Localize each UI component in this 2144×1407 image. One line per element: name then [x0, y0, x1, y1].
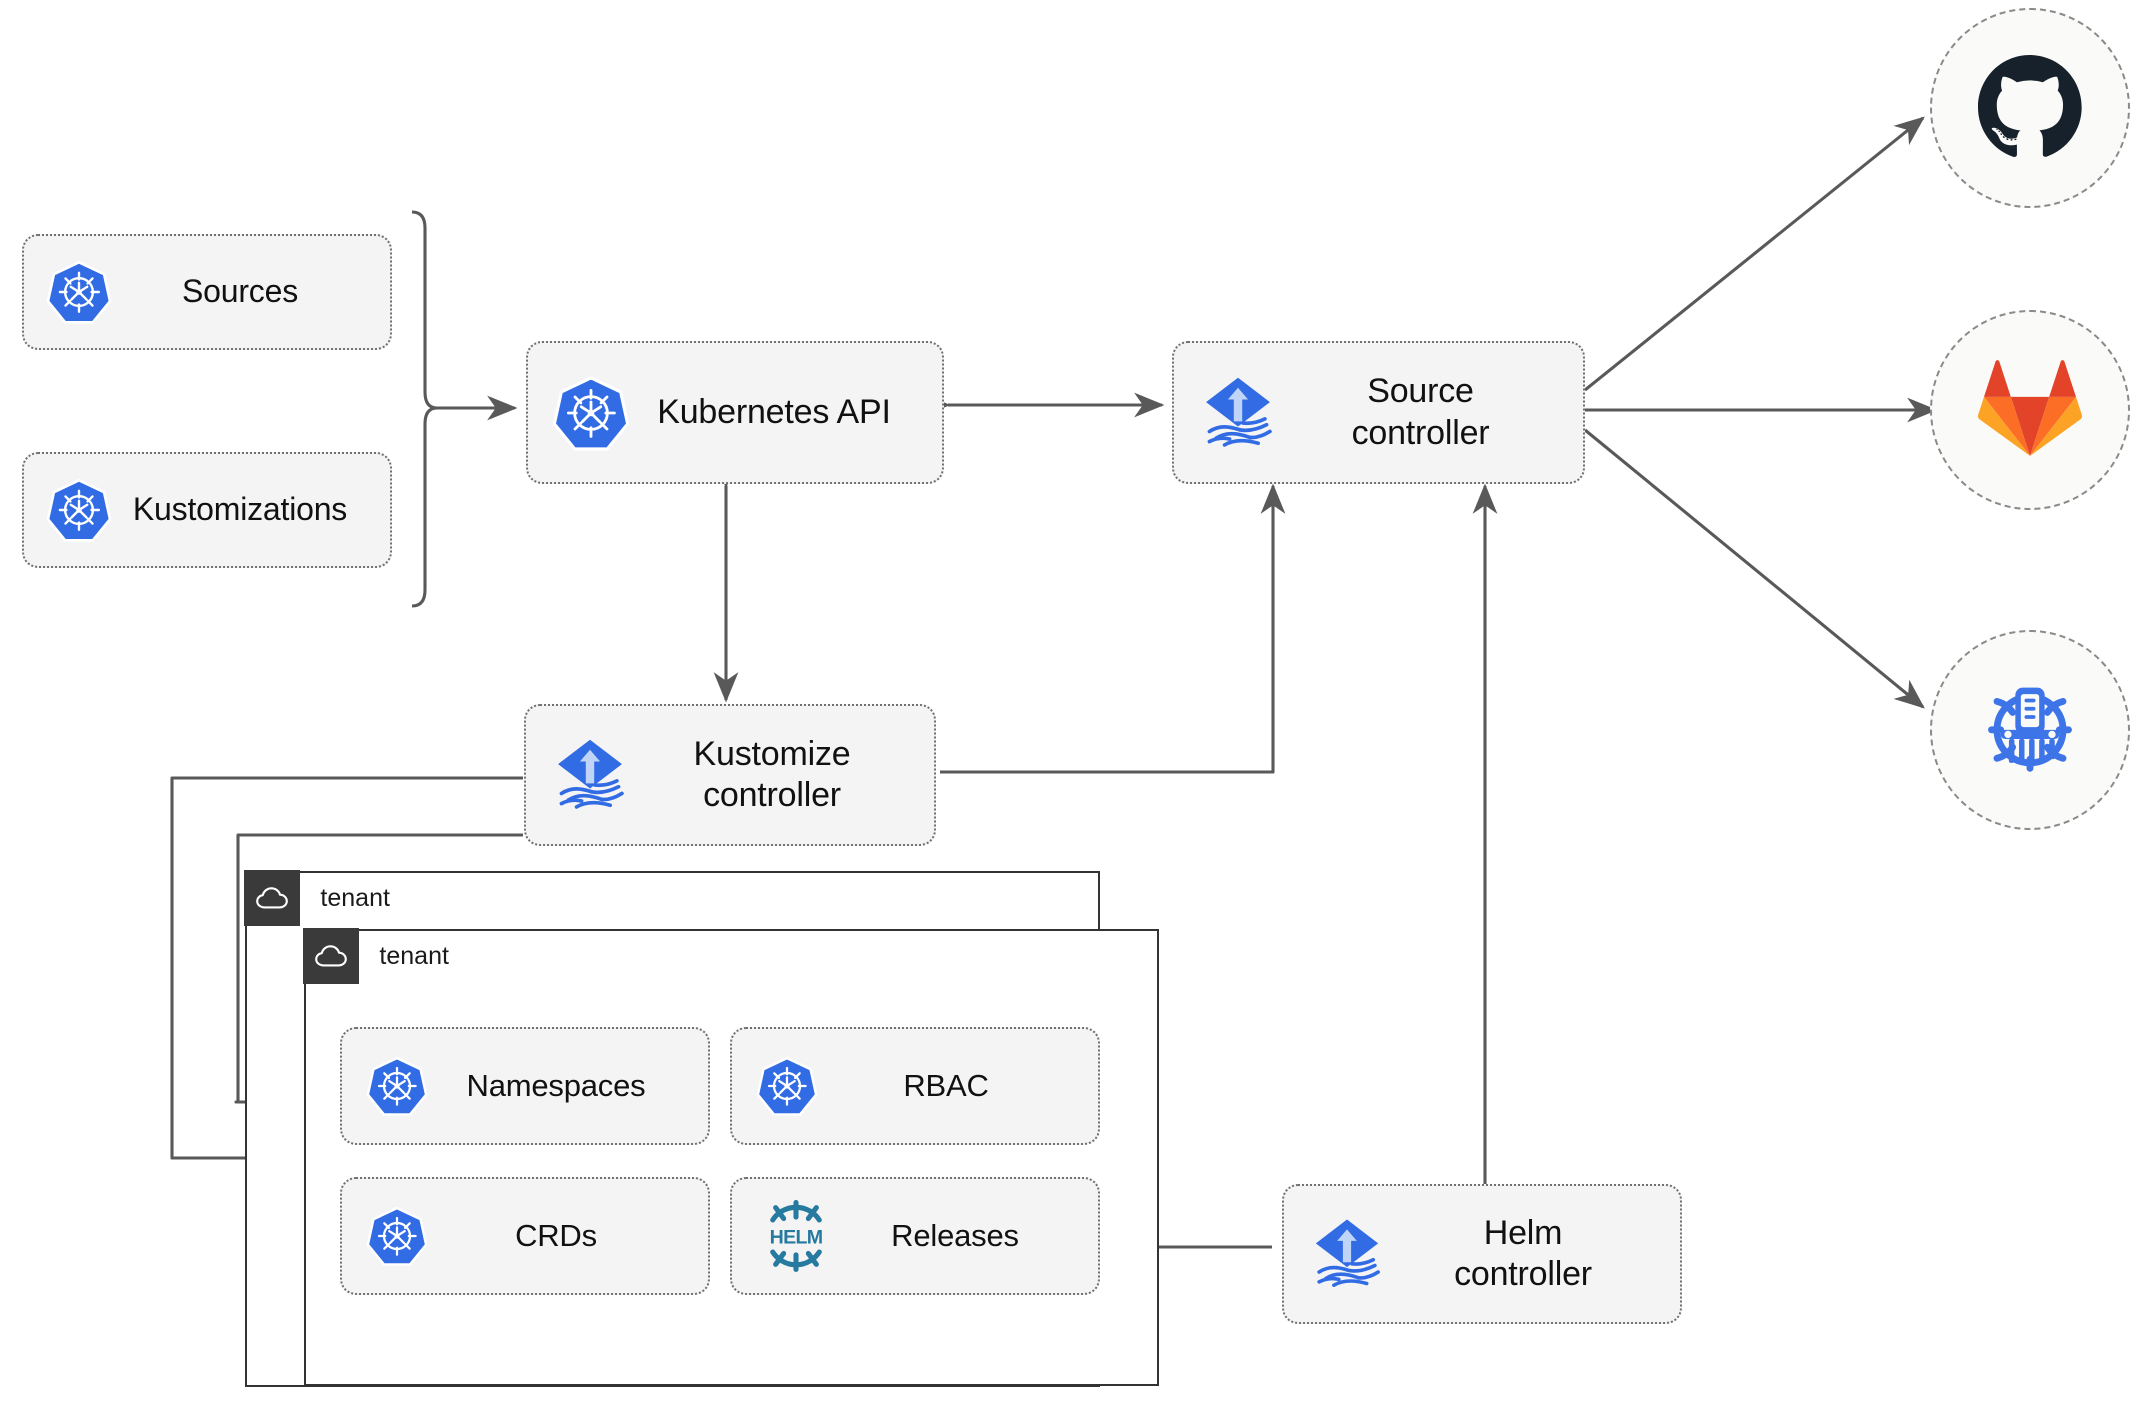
- node-kubernetes-api[interactable]: Kubernetes API: [526, 341, 944, 484]
- kubernetes-icon: [46, 259, 112, 325]
- node-kustomizations[interactable]: Kustomizations: [22, 452, 392, 568]
- cloud-icon: [303, 928, 360, 985]
- node-releases-label: Releases: [891, 1218, 1019, 1254]
- flux-icon: [548, 733, 632, 817]
- gitlab-icon: [1977, 358, 2083, 463]
- node-kustomize-controller-label: Kustomize controller: [693, 734, 851, 814]
- node-kustomize-controller[interactable]: Kustomize controller: [524, 704, 936, 846]
- edge-source-to-github: [1584, 116, 1925, 392]
- node-source-controller-label: Source controller: [1351, 372, 1490, 452]
- provider-github[interactable]: [1930, 8, 2130, 208]
- node-crds-label: CRDs: [515, 1218, 597, 1254]
- flux-icon: [1306, 1213, 1388, 1295]
- edge-crd-bracket: [411, 210, 439, 608]
- tenant-outer-header: tenant: [244, 870, 390, 927]
- tenant-inner-label: tenant: [379, 941, 449, 970]
- kubernetes-icon: [552, 374, 630, 452]
- github-icon: [1978, 54, 2082, 163]
- kubernetes-icon: [46, 477, 112, 543]
- node-sources[interactable]: Sources: [22, 234, 392, 350]
- node-rbac[interactable]: RBAC: [730, 1027, 1100, 1145]
- edge-kustomize-to-source: [940, 483, 1286, 774]
- provider-gitlab[interactable]: [1930, 310, 2130, 510]
- provider-helm-repository[interactable]: [1930, 630, 2130, 830]
- node-helm-controller[interactable]: Helm controller: [1282, 1184, 1682, 1324]
- helm-icon: HELM: [756, 1198, 836, 1274]
- kubernetes-icon: [756, 1055, 818, 1117]
- tenant-outer-label: tenant: [320, 883, 390, 912]
- edge-kustomize-to-tenant-outer: [170, 776, 523, 1171]
- flux-icon: [1196, 371, 1280, 455]
- node-sources-label: Sources: [182, 273, 298, 310]
- kubernetes-icon: [366, 1055, 428, 1117]
- edge-source-to-helm-repo: [1584, 428, 1925, 709]
- tenant-inner-header: tenant: [303, 928, 449, 985]
- node-namespaces[interactable]: Namespaces: [340, 1027, 710, 1145]
- kubernetes-icon: [366, 1205, 428, 1267]
- node-kubernetes-api-label: Kubernetes API: [657, 392, 891, 431]
- node-source-controller[interactable]: Source controller: [1172, 341, 1585, 484]
- node-rbac-label: RBAC: [903, 1068, 989, 1104]
- cloud-icon: [244, 870, 301, 927]
- node-helm-controller-label: Helm controller: [1454, 1213, 1592, 1293]
- node-namespaces-label: Namespaces: [466, 1068, 646, 1104]
- helm-repository-icon: [1975, 673, 2085, 788]
- node-kustomizations-label: Kustomizations: [132, 491, 348, 528]
- svg-text:HELM: HELM: [770, 1226, 823, 1248]
- node-releases[interactable]: HELM Releases: [730, 1177, 1100, 1295]
- tenant-container-inner: tenant: [303, 928, 1159, 1386]
- node-crds[interactable]: CRDs: [340, 1177, 710, 1295]
